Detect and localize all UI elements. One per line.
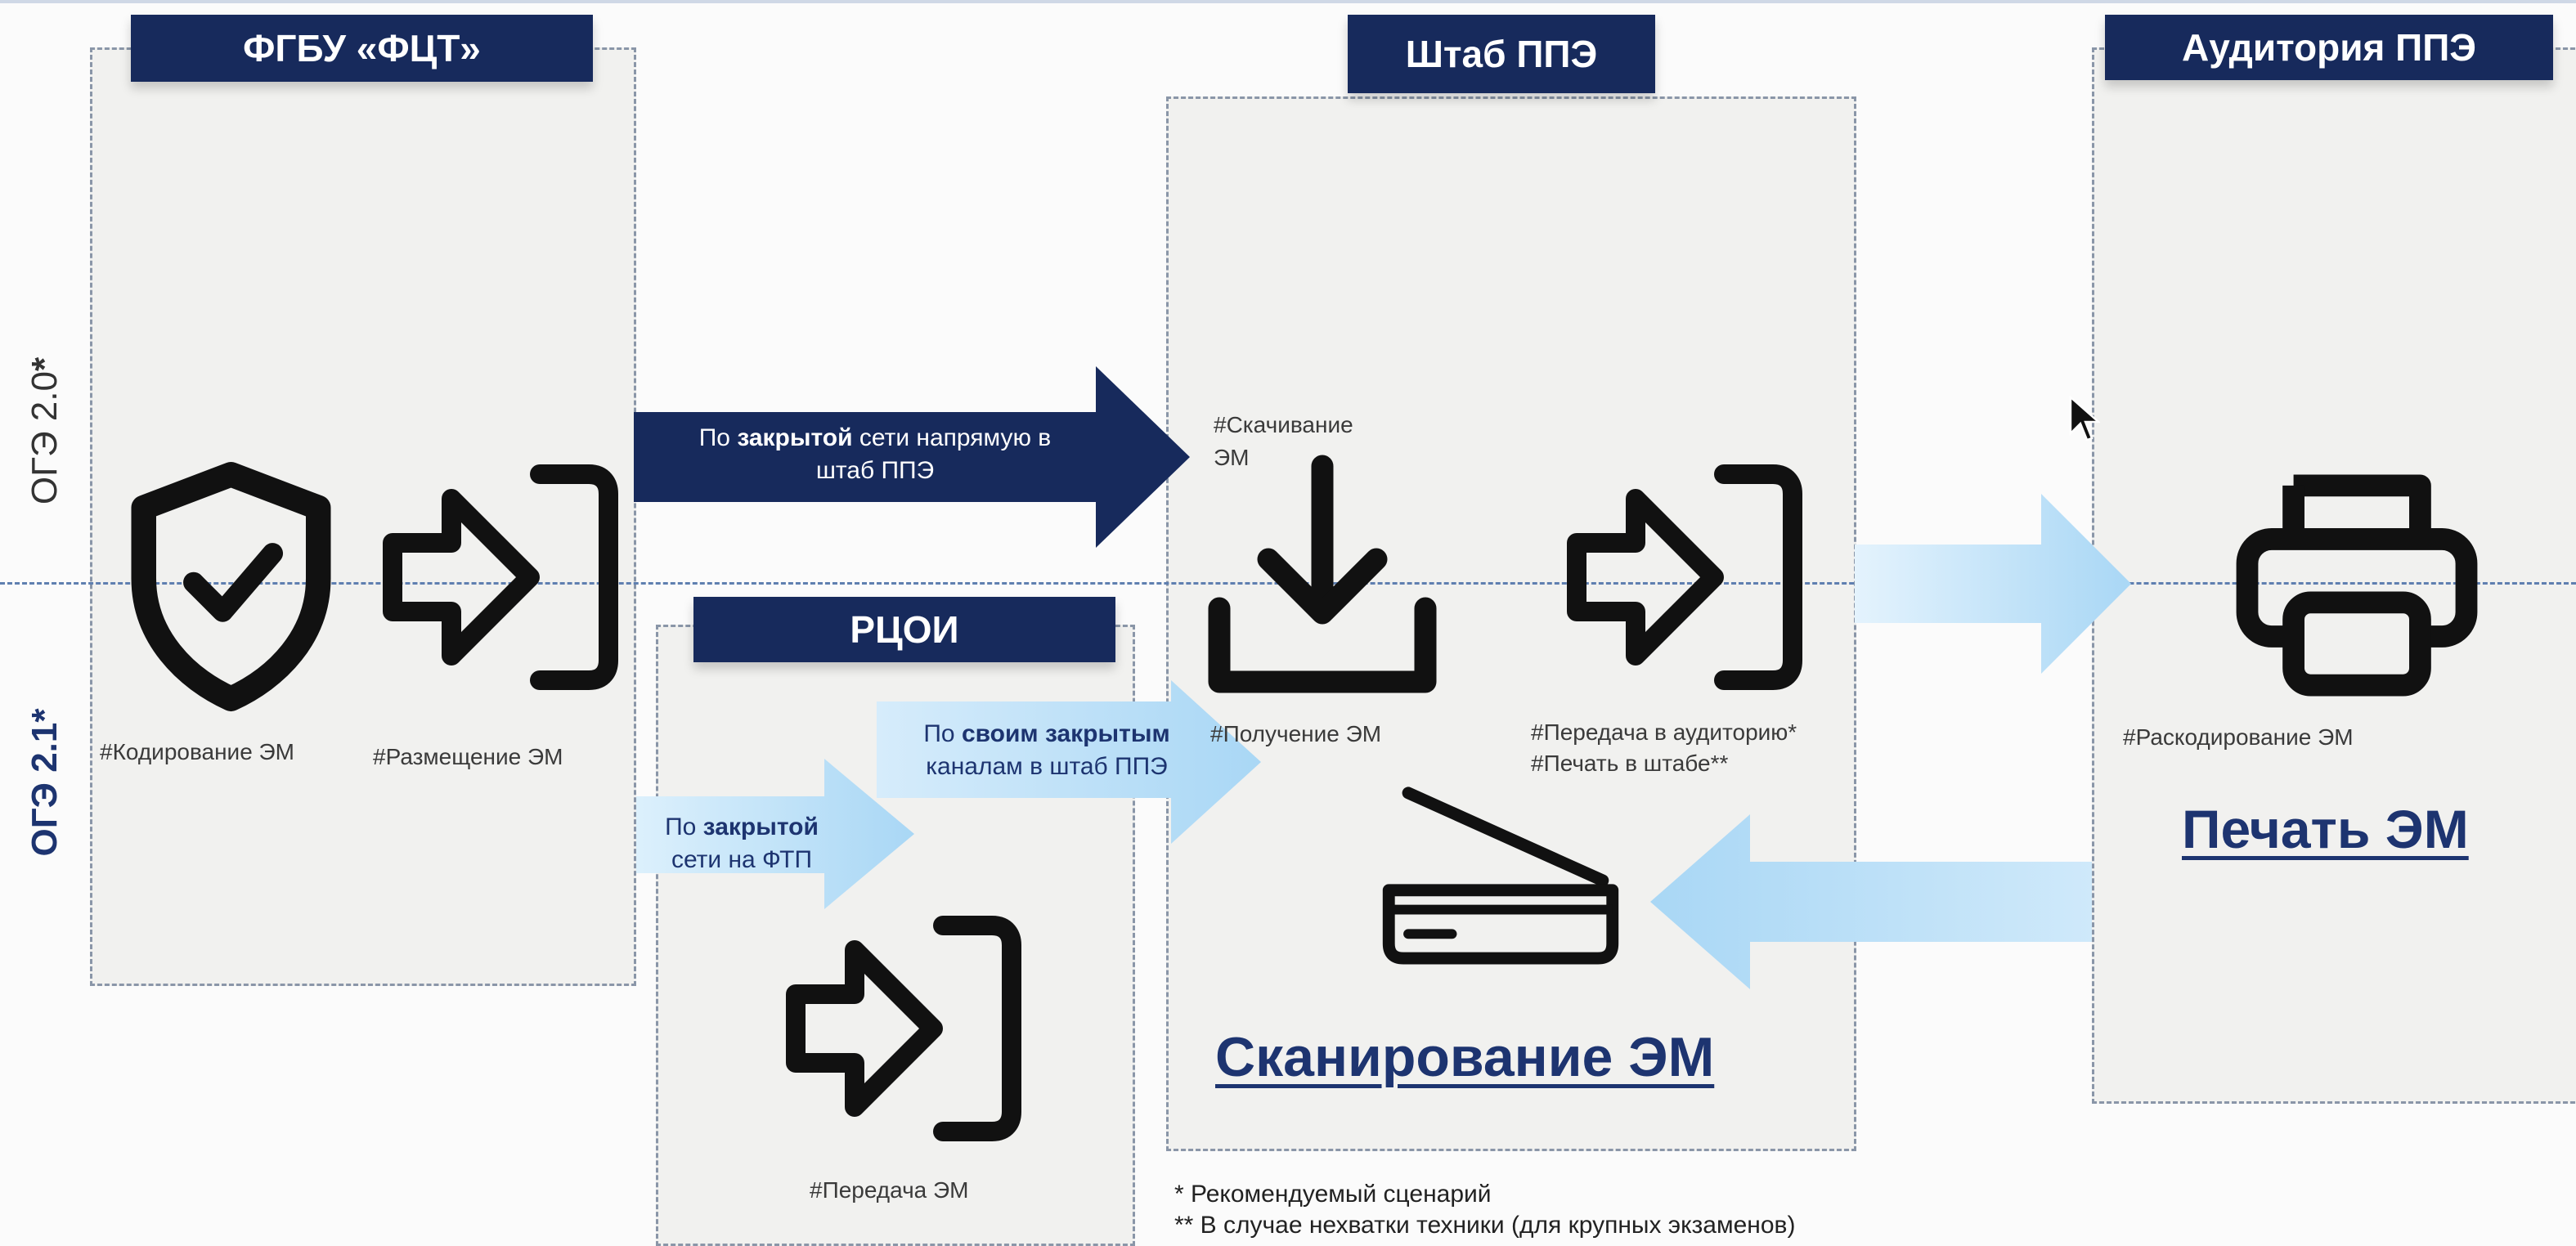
arrow-own-channels: [877, 680, 1261, 844]
shield-check-icon: [131, 462, 331, 711]
label-oge20-star: *: [25, 356, 65, 372]
caption-skachivanie-1: #Скачивание: [1214, 412, 1353, 437]
zone-fgbu: [90, 47, 636, 986]
mouse-cursor-icon: [2069, 395, 2100, 441]
label-oge21-text: ОГЭ 2.1: [25, 722, 65, 857]
arrow-direct-post: сети напрямую в: [852, 424, 1052, 451]
header-shtab: Штаб ППЭ: [1348, 15, 1655, 93]
header-fgbu: ФГБУ «ФЦТ»: [131, 15, 593, 82]
arrow-ftp-bold: закрытой: [702, 813, 819, 840]
arrow-ftp-pre: По: [665, 813, 703, 840]
arrow-ftp-text: По закрытой сети на ФТП: [640, 811, 844, 876]
arrow-own-channels-text: По своим закрытым каналам в штаб ППЭ: [883, 718, 1210, 783]
scanner-icon: [1382, 787, 1619, 965]
arrow-direct-text: По закрытой сети напрямую в штаб ППЭ: [646, 422, 1104, 487]
label-oge20: ОГЭ 2.0*: [23, 337, 67, 525]
arrow-direct-network: [634, 366, 1190, 548]
sign-in-arrow-rcoi-icon: [786, 916, 1021, 1141]
arrow-own-line2: каналам в штаб ППЭ: [926, 753, 1168, 780]
header-auditoriya: Аудитория ППЭ: [2105, 15, 2553, 80]
arrow-ftp: [636, 759, 914, 909]
title-skanirovanie: Сканирование ЭМ: [1215, 1026, 1715, 1088]
title-pechat: Печать ЭМ: [2182, 799, 2469, 859]
caption-pechat-shtab: #Печать в штабе**: [1531, 751, 1729, 776]
caption-poluchenie: #Получение ЭМ: [1210, 721, 1382, 746]
label-oge21: ОГЭ 2.1*: [23, 688, 67, 876]
arrow-own-bold: своим закрытым: [961, 720, 1170, 747]
header-rcoi: РЦОИ: [693, 597, 1115, 662]
arrow-to-scanning: [1650, 814, 2092, 989]
caption-peredacha: #Передача ЭМ: [810, 1177, 969, 1203]
caption-skachivanie-2: ЭМ: [1214, 445, 1250, 470]
caption-razmeshchenie: #Размещение ЭМ: [373, 744, 563, 769]
label-oge21-star: *: [25, 708, 65, 723]
caption-peredacha-aud: #Передача в аудиторию*: [1531, 719, 1797, 745]
top-border-line: [0, 0, 2576, 3]
label-oge20-text: ОГЭ 2.0: [25, 371, 65, 505]
printer-icon: [2236, 474, 2478, 697]
arrow-direct-pre: По: [698, 424, 738, 451]
caption-kodirovanie: #Кодирование ЭМ: [100, 739, 294, 764]
arrow-direct-line2: штаб ППЭ: [815, 457, 935, 484]
sign-in-arrow-transfer-icon: [1567, 464, 1802, 690]
arrow-ftp-line2: сети на ФТП: [671, 846, 813, 873]
download-icon: [1208, 455, 1437, 693]
arrow-own-pre: По: [923, 720, 962, 747]
arrow-direct-bold: закрытой: [737, 424, 853, 451]
arrow-to-auditoriya: [1855, 494, 2131, 674]
caption-raskodirovanie: #Раскодирование ЭМ: [2123, 724, 2354, 750]
sign-in-arrow-icon: [383, 464, 618, 690]
footnote-recommended: * Рекомендуемый сценарий: [1174, 1181, 1492, 1208]
footnote-lack-of-equipment: ** В случае нехватки техники (для крупны…: [1174, 1212, 1796, 1239]
